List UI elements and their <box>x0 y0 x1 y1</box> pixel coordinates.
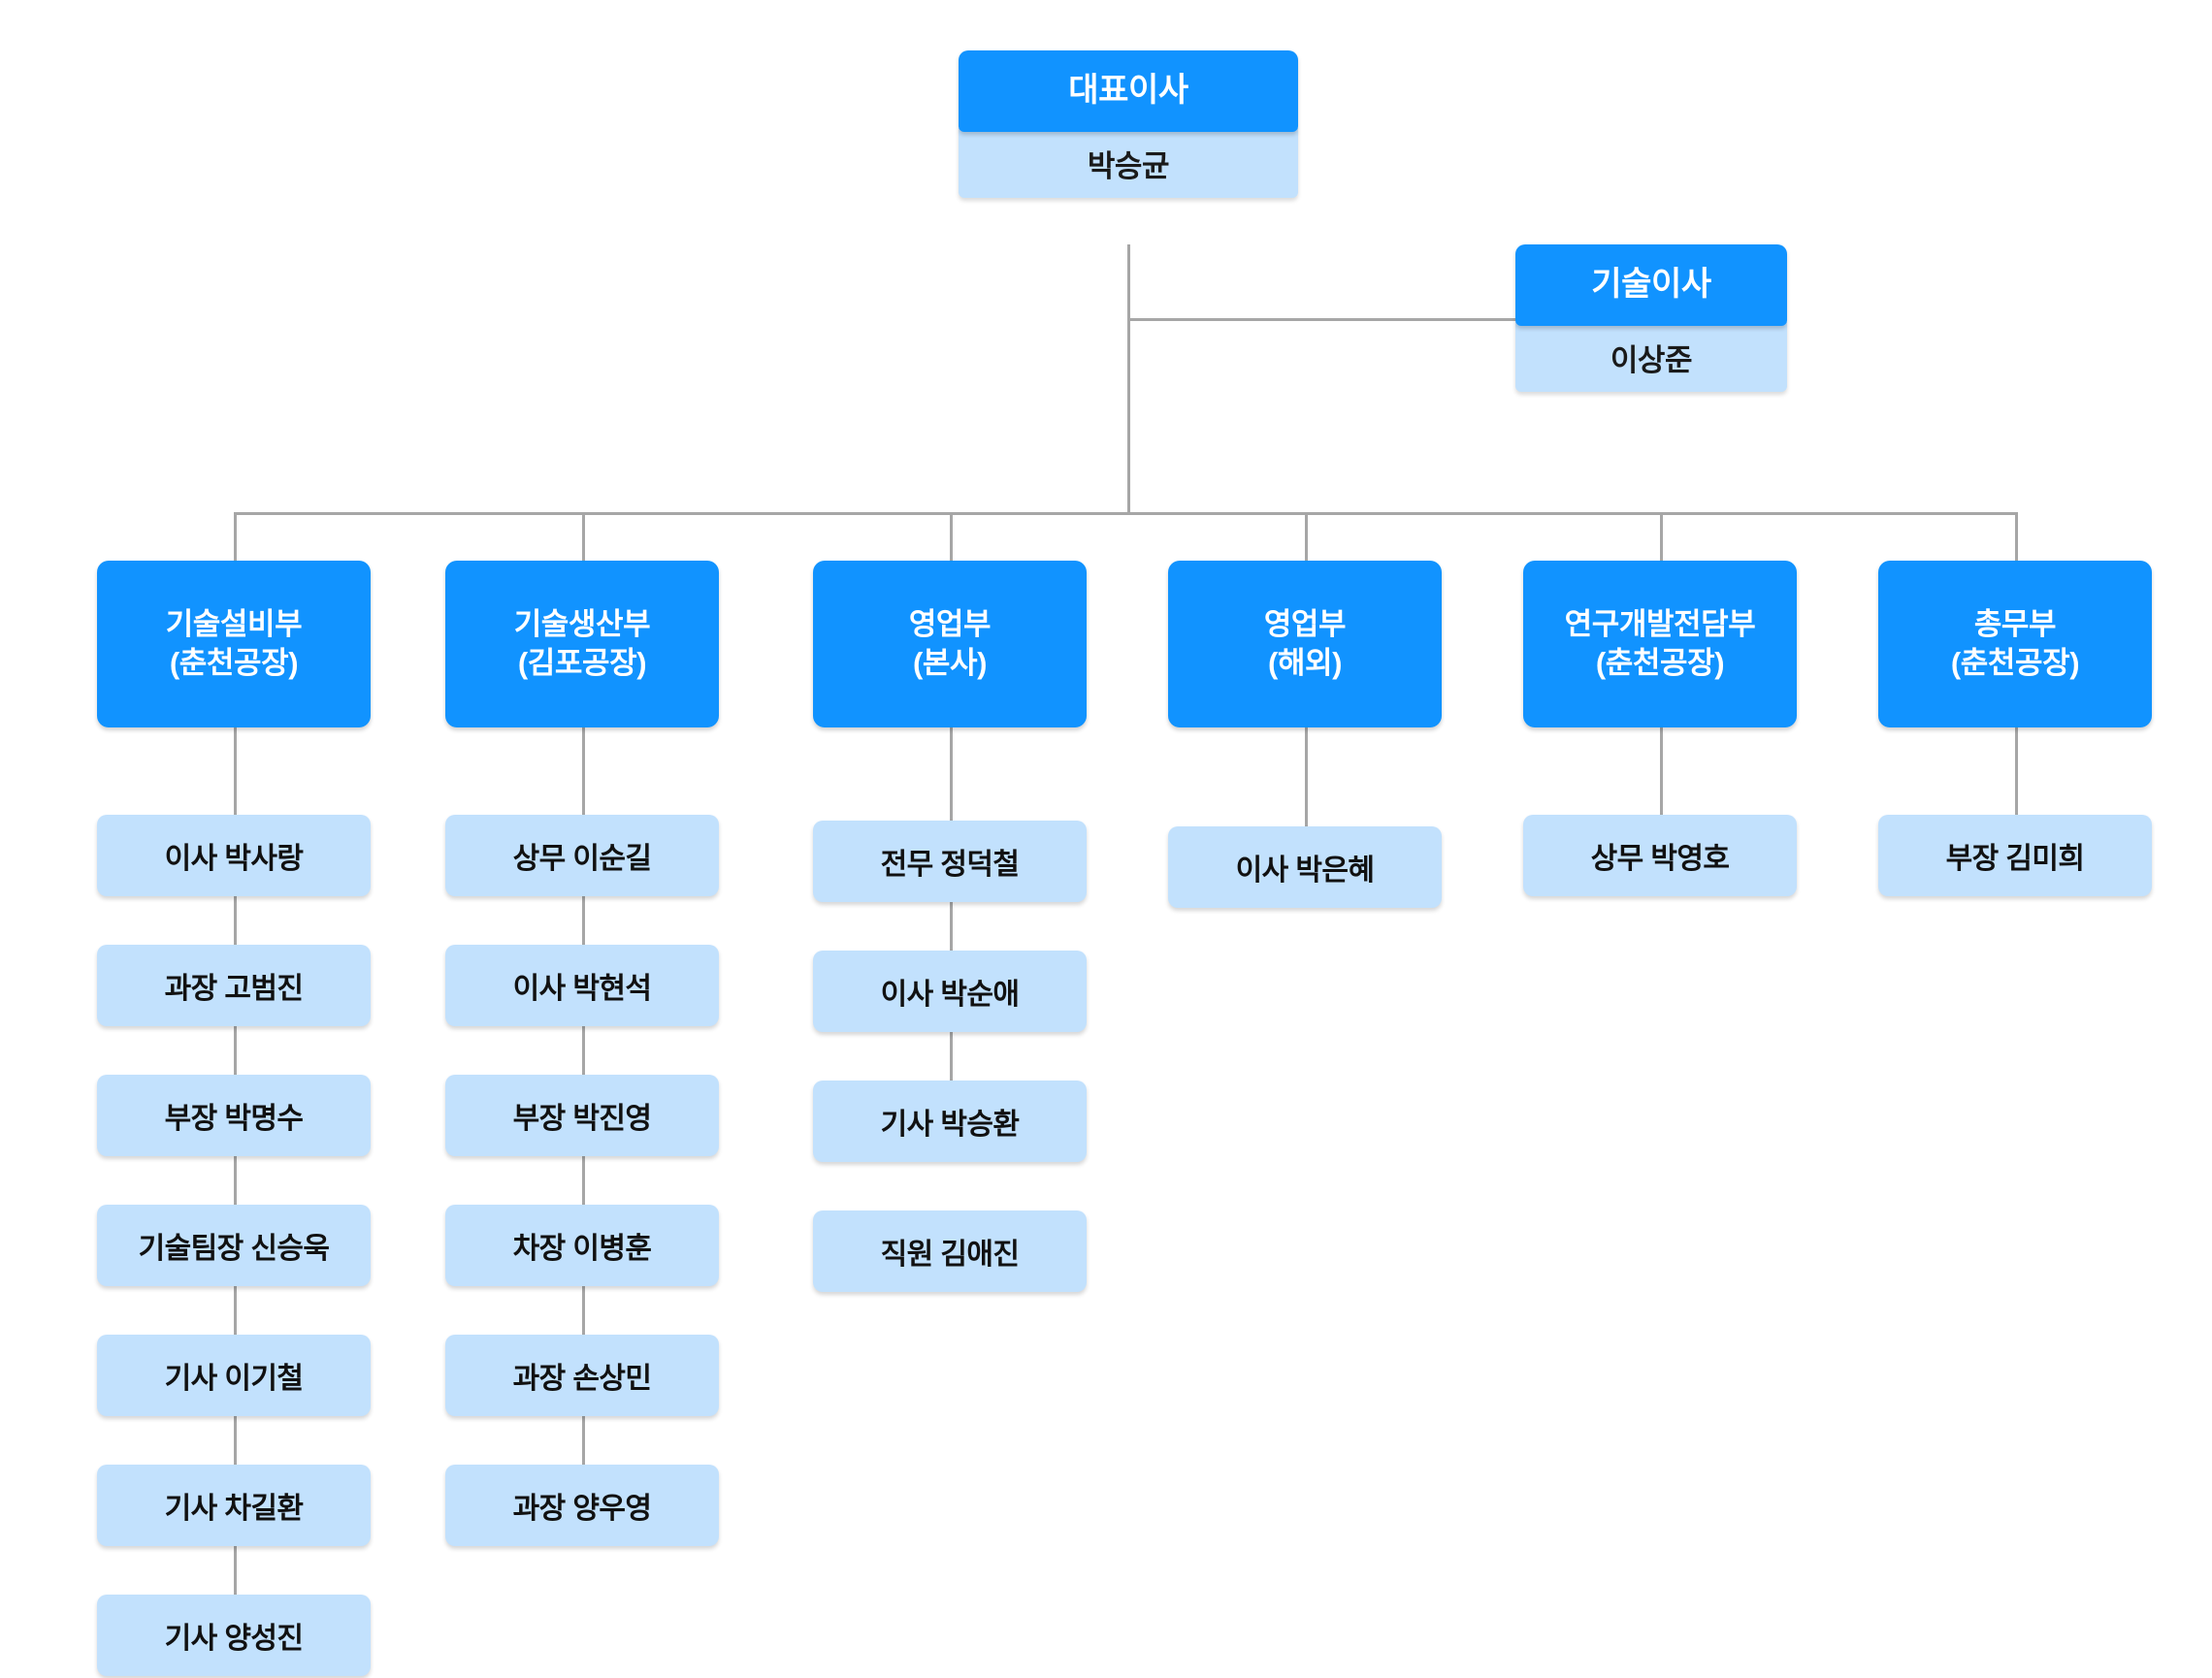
connector-drop-dept-2 <box>582 512 585 563</box>
staff-chip-1-3[interactable]: 부장 박명수 <box>97 1075 371 1156</box>
node-department-1-title: 기술설비부 <box>165 607 303 642</box>
staff-chip-1-4[interactable]: 기술팀장 신승욱 <box>97 1205 371 1286</box>
staff-chip-1-5[interactable]: 기사 이기철 <box>97 1335 371 1416</box>
connector-drop-dept-1 <box>234 512 237 563</box>
node-cto-title: 기술이사 <box>1515 244 1787 326</box>
connector-ceo-to-cto <box>1127 318 1515 321</box>
node-department-6[interactable]: 총무부 (춘천공장) <box>1878 561 2152 727</box>
staff-chip-1-7[interactable]: 기사 양성진 <box>97 1595 371 1676</box>
connector-department-bus <box>234 512 2015 515</box>
node-department-1-subtitle: (춘천공장) <box>169 646 299 680</box>
staff-chip-1-6[interactable]: 기사 차길환 <box>97 1465 371 1546</box>
connector-spine-col-1 <box>234 679 237 1659</box>
staff-chip-1-2[interactable]: 과장 고범진 <box>97 945 371 1026</box>
node-department-4-title: 영업부 <box>1263 607 1347 642</box>
connector-drop-dept-5 <box>1660 512 1663 563</box>
node-department-4-subtitle: (해외) <box>1267 646 1343 680</box>
node-department-5-subtitle: (춘천공장) <box>1595 646 1725 680</box>
node-ceo-name: 박승균 <box>959 128 1298 198</box>
staff-chip-4-1[interactable]: 이사 박은혜 <box>1168 826 1442 908</box>
node-ceo[interactable]: 대표이사 박승균 <box>959 50 1298 198</box>
node-department-6-title: 총무부 <box>1973 607 2057 642</box>
staff-chip-3-1[interactable]: 전무 정덕철 <box>813 821 1087 902</box>
node-cto-name: 이상준 <box>1515 322 1787 392</box>
staff-chip-2-4[interactable]: 차장 이병훈 <box>445 1205 719 1286</box>
node-department-1[interactable]: 기술설비부 (춘천공장) <box>97 561 371 727</box>
staff-chip-5-1[interactable]: 상무 박영호 <box>1523 815 1797 896</box>
connector-spine-col-5 <box>1660 679 1663 823</box>
node-cto[interactable]: 기술이사 이상준 <box>1515 244 1787 392</box>
staff-chip-2-6[interactable]: 과장 양우영 <box>445 1465 719 1546</box>
node-department-3-subtitle: (본사) <box>912 646 988 680</box>
node-department-3-title: 영업부 <box>908 607 992 642</box>
staff-chip-3-3[interactable]: 기사 박승환 <box>813 1081 1087 1162</box>
node-department-3[interactable]: 영업부 (본사) <box>813 561 1087 727</box>
staff-chip-1-1[interactable]: 이사 박사랑 <box>97 815 371 896</box>
connector-spine-col-4 <box>1305 679 1308 834</box>
connector-spine-col-6 <box>2015 679 2018 823</box>
staff-chip-2-3[interactable]: 부장 박진영 <box>445 1075 719 1156</box>
connector-drop-dept-6 <box>2015 512 2018 563</box>
staff-chip-2-2[interactable]: 이사 박현석 <box>445 945 719 1026</box>
connector-ceo-trunk <box>1127 244 1130 514</box>
staff-chip-3-2[interactable]: 이사 박순애 <box>813 951 1087 1032</box>
staff-chip-6-1[interactable]: 부장 김미희 <box>1878 815 2152 896</box>
node-ceo-title: 대표이사 <box>959 50 1298 132</box>
staff-chip-2-1[interactable]: 상무 이순길 <box>445 815 719 896</box>
staff-chip-2-5[interactable]: 과장 손상민 <box>445 1335 719 1416</box>
node-department-6-subtitle: (춘천공장) <box>1950 646 2080 680</box>
node-department-5-title: 연구개발전담부 <box>1564 607 1756 642</box>
connector-drop-dept-4 <box>1305 512 1308 563</box>
node-department-2-title: 기술생산부 <box>513 607 651 642</box>
staff-chip-3-4[interactable]: 직원 김애진 <box>813 1210 1087 1292</box>
connector-drop-dept-3 <box>950 512 953 563</box>
node-department-5[interactable]: 연구개발전담부 (춘천공장) <box>1523 561 1797 727</box>
connector-spine-col-3 <box>950 679 953 1145</box>
node-department-2[interactable]: 기술생산부 (김포공장) <box>445 561 719 727</box>
node-department-4[interactable]: 영업부 (해외) <box>1168 561 1442 727</box>
node-department-2-subtitle: (김포공장) <box>517 646 647 680</box>
